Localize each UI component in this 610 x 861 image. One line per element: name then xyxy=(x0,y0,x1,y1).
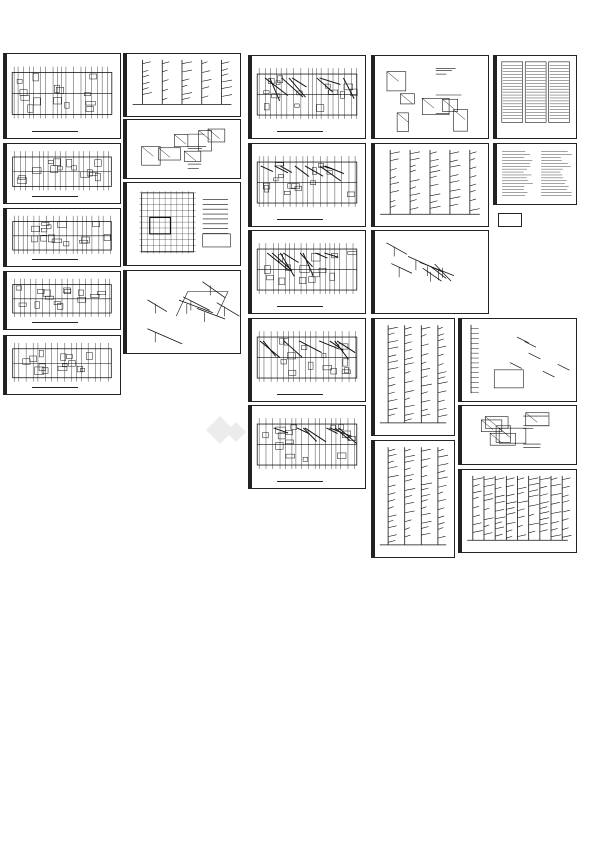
drawing-sheet-riser-diagram-2[interactable] xyxy=(371,318,455,436)
drawing-sheet-riser-diagram-1[interactable] xyxy=(371,143,489,227)
drawing-sheet-axonometric[interactable] xyxy=(123,270,241,354)
drawing-sheet-riser-diagram-5[interactable] xyxy=(458,469,577,553)
drawing-sheet-piping-plan-1[interactable] xyxy=(248,55,366,139)
riser-lines xyxy=(380,149,480,215)
plan-lines xyxy=(256,68,358,119)
drawing-sheet-floor-plan-4[interactable] xyxy=(3,271,121,330)
drawing-sheet-riser-lines[interactable] xyxy=(123,53,241,117)
plan-lines xyxy=(256,331,358,382)
riser-lines xyxy=(470,324,570,394)
detail-lines xyxy=(386,67,468,132)
drawing-sheet-material-table[interactable] xyxy=(493,55,577,139)
drawing-sheet-piping-plan-5[interactable] xyxy=(248,405,366,489)
plan-lines xyxy=(256,156,358,207)
drawing-sheet-floor-plan-2[interactable] xyxy=(3,143,121,204)
plan-lines xyxy=(12,215,112,254)
drawing-sheet-room-plan[interactable] xyxy=(123,182,241,266)
drawing-sheet-detail-small[interactable] xyxy=(123,119,241,179)
drawing-sheet-design-notes[interactable] xyxy=(493,143,577,205)
riser-lines xyxy=(467,475,572,541)
drawing-sheet-floor-plan-3[interactable] xyxy=(3,208,121,267)
plan-lines xyxy=(12,151,112,191)
plan-lines xyxy=(12,342,112,382)
drawing-sheet-floor-plan-1[interactable] xyxy=(3,53,121,139)
room-lines xyxy=(139,191,231,254)
table-lines xyxy=(501,61,570,123)
riser-lines xyxy=(379,447,449,546)
drawing-sheet-riser-diagram-3[interactable] xyxy=(371,440,455,558)
drawing-sheet-piping-plan-2[interactable] xyxy=(248,143,366,227)
drawing-sheet-piping-plan-4[interactable] xyxy=(248,318,366,402)
notes-lines xyxy=(502,151,572,196)
drawing-sheet-riser-diagram-4[interactable] xyxy=(458,318,577,402)
iso-lines xyxy=(386,242,455,282)
plan-lines xyxy=(11,66,113,119)
plan-lines xyxy=(12,278,112,317)
plan-lines xyxy=(256,418,358,469)
watermark-logo xyxy=(206,416,246,444)
drawing-sheet-section-details[interactable] xyxy=(371,55,489,139)
plan-lines xyxy=(256,243,358,294)
detail-lines xyxy=(141,128,226,169)
drawing-sheet-fixture-details[interactable] xyxy=(458,405,577,465)
drawing-sheet-system-diagram[interactable] xyxy=(371,230,489,314)
riser-lines xyxy=(379,325,448,424)
iso-lines xyxy=(147,281,240,345)
riser-lines xyxy=(132,59,233,105)
drawing-sheet-floor-plan-5[interactable] xyxy=(3,335,121,395)
legend-stamp xyxy=(498,213,522,227)
drawing-sheet-piping-plan-3[interactable] xyxy=(248,230,366,314)
detail-lines xyxy=(480,412,550,448)
